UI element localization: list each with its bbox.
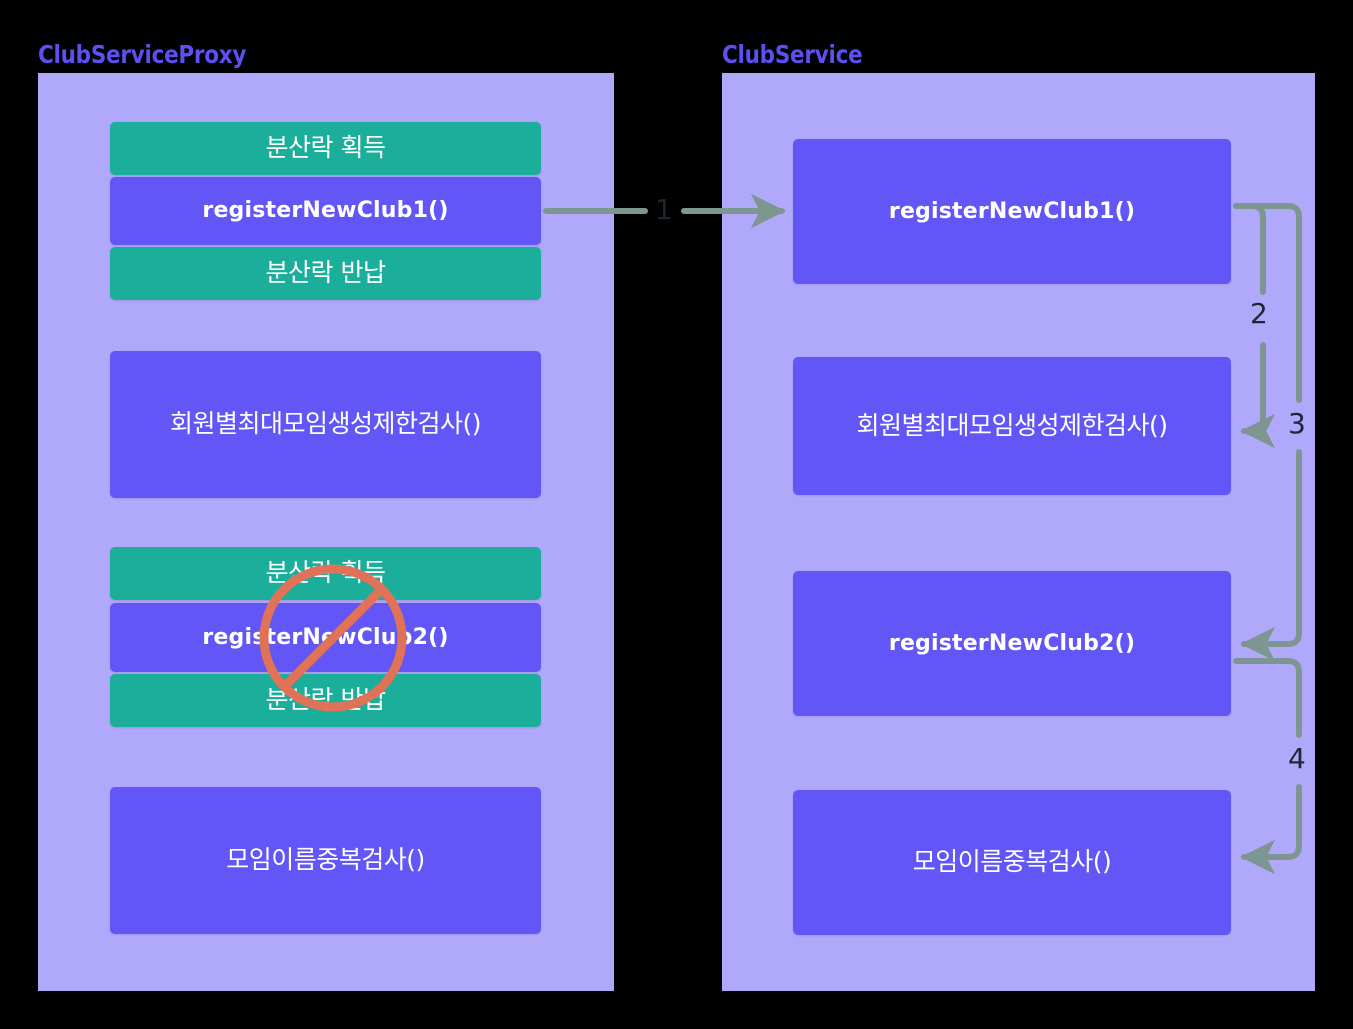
node-service-club-name-duplicate-check[interactable]: 모임이름중복검사()	[793, 790, 1231, 935]
arrow-label-4: 4	[1288, 742, 1306, 775]
node-service-register-new-club-2[interactable]: registerNewClub2()	[793, 571, 1231, 716]
prohibition-icon	[259, 564, 407, 712]
arrow-label-2: 2	[1250, 297, 1268, 330]
panel-title-proxy: ClubServiceProxy	[38, 40, 247, 69]
arrow-label-3: 3	[1288, 407, 1306, 440]
arrow-label-1: 1	[655, 193, 673, 226]
node-service-member-max-club-limit-check[interactable]: 회원별최대모임생성제한검사()	[793, 357, 1231, 495]
node-proxy-register-new-club-1[interactable]: registerNewClub1()	[110, 177, 541, 245]
node-proxy-club-name-duplicate-check[interactable]: 모임이름중복검사()	[110, 787, 541, 934]
node-service-register-new-club-1[interactable]: registerNewClub1()	[793, 139, 1231, 284]
node-proxy-lock-release-1[interactable]: 분산락 반납	[110, 247, 541, 300]
panel-title-service: ClubService	[722, 40, 863, 69]
node-proxy-member-max-club-limit-check[interactable]: 회원별최대모임생성제한검사()	[110, 351, 541, 498]
node-proxy-lock-acquire-1[interactable]: 분산락 획득	[110, 122, 541, 175]
